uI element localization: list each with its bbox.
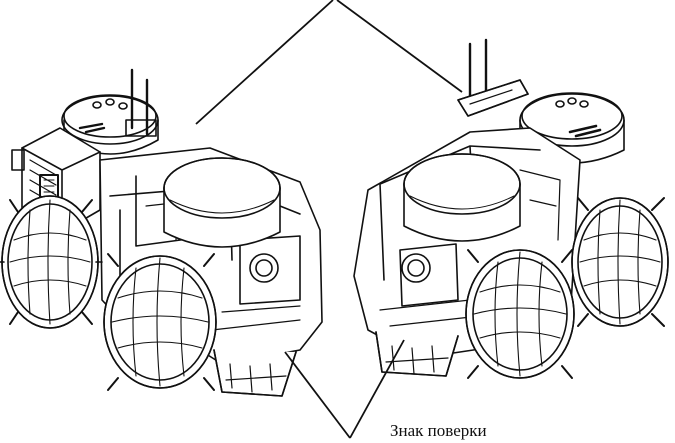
right-pins bbox=[457, 38, 529, 117]
verification-mark-label: Знак поверки bbox=[390, 421, 487, 440]
leader-top-right bbox=[336, 0, 463, 93]
leader-bottom-right bbox=[349, 339, 405, 439]
right-meter bbox=[353, 38, 669, 379]
right-pedestal bbox=[375, 331, 459, 377]
leader-bottom-left bbox=[284, 351, 351, 439]
leader-top-left bbox=[195, 0, 334, 125]
left-lens-front bbox=[103, 253, 217, 391]
left-meter bbox=[0, 68, 323, 397]
right-dome bbox=[403, 153, 521, 242]
left-lens-big bbox=[0, 195, 103, 329]
right-lens-front bbox=[465, 249, 575, 379]
right-lens-big bbox=[571, 197, 669, 327]
left-pedestal bbox=[213, 349, 297, 397]
left-dome bbox=[163, 157, 281, 248]
right-top-dial bbox=[519, 92, 625, 164]
left-pins bbox=[125, 68, 157, 137]
leader-lines bbox=[195, 0, 463, 439]
